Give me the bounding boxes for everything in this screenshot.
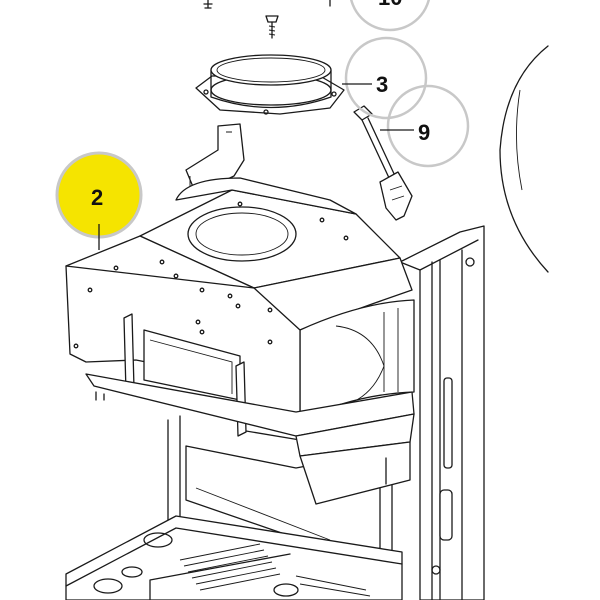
callout-10: 10: [349, 0, 431, 32]
callout-10-label: 10: [378, 0, 402, 10]
duct-collar-ring: [195, 54, 345, 115]
frame-rail-right: [399, 225, 485, 600]
screw-top-left: [203, 0, 213, 9]
housing-curve-right: [499, 45, 549, 273]
callout-9-label: 9: [418, 120, 430, 145]
fan-housing: [65, 177, 415, 505]
tray-grille: [179, 543, 371, 597]
housing-screws: [73, 201, 349, 349]
sensor-probe: [353, 105, 413, 221]
callout-2-label: 2: [91, 185, 103, 210]
base-tray: [65, 515, 403, 600]
callout-3-label: 3: [376, 72, 388, 97]
callout-2-highlighted: 2: [55, 151, 143, 250]
tray-holes: [93, 532, 299, 597]
callout-3: 3: [342, 36, 428, 120]
callout-9: 9: [380, 84, 470, 168]
screw: [265, 15, 279, 39]
